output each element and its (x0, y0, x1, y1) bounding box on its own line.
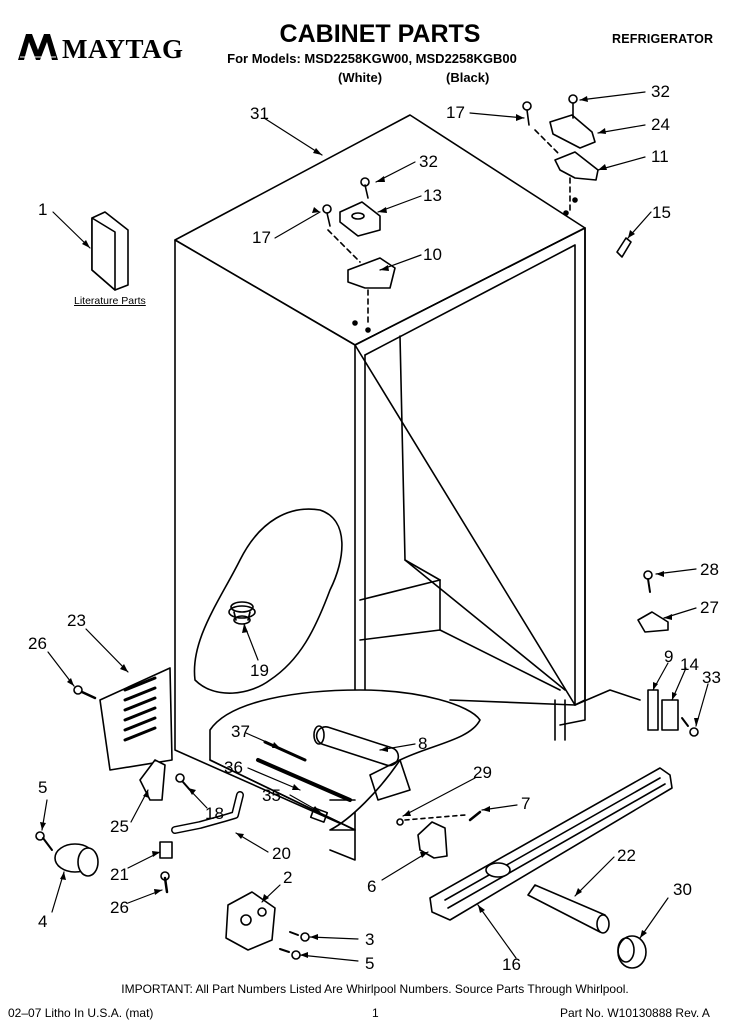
callout-26-bottom: 26 (110, 898, 129, 917)
variant-black: (Black) (446, 70, 490, 85)
brand-name: MAYTAG (62, 34, 184, 64)
callout-9: 9 (664, 647, 674, 666)
callout-32-left: 32 (419, 152, 438, 171)
callout-19: 19 (250, 661, 269, 680)
literature-book (91, 211, 129, 291)
vent-grille-23 (99, 667, 173, 771)
callout-14: 14 (680, 655, 699, 674)
callout-1: 1 (38, 200, 48, 219)
callout-15: 15 (652, 203, 671, 222)
callout-25: 25 (110, 817, 129, 836)
callout-24: 24 (651, 115, 670, 134)
upper-hinge-right (522, 94, 599, 216)
callout-35: 35 (262, 786, 281, 805)
callout-17-left: 17 (252, 228, 271, 247)
callout-11: 11 (651, 147, 669, 166)
callout-26-top: 26 (28, 634, 47, 653)
callout-32-right: 32 (651, 82, 670, 101)
page-title: CABINET PARTS (279, 20, 481, 48)
variant-white: (White) (338, 70, 383, 85)
exploded-parts-diagram (35, 91, 709, 969)
callout-4: 4 (38, 912, 48, 931)
callout-3: 3 (365, 930, 375, 949)
part-number: Part No. W10130888 Rev. A (560, 1006, 710, 1020)
callout-33: 33 (702, 668, 721, 687)
litho-line: 02–07 Litho In U.S.A. (mat) (8, 1006, 154, 1020)
callout-29: 29 (473, 763, 492, 782)
callout-22: 22 (617, 846, 636, 865)
models-line: For Models: MSD2258KGW00, MSD2258KGB00 (227, 51, 517, 66)
callout-28: 28 (700, 560, 719, 579)
damper-8 (313, 725, 400, 767)
leveling-foot-19 (228, 601, 256, 625)
leader-arrowheads (40, 96, 699, 958)
important-note: IMPORTANT: All Part Numbers Listed Are W… (121, 982, 629, 996)
water-filter-22 (527, 884, 610, 934)
callout-16: 16 (502, 955, 521, 974)
upper-hinge-left (322, 177, 396, 333)
screw-26-top (73, 685, 97, 700)
roller-4 (54, 843, 99, 877)
callout-2: 2 (283, 868, 293, 887)
callout-21: 21 (110, 865, 129, 884)
callout-8: 8 (418, 734, 428, 753)
callout-5-bottom: 5 (365, 954, 375, 973)
callout-30: 30 (673, 880, 692, 899)
callout-37: 37 (231, 722, 250, 741)
callout-5-left: 5 (38, 778, 48, 797)
leader-lines (41, 91, 709, 962)
callout-23: 23 (67, 611, 86, 630)
callout-36: 36 (224, 758, 243, 777)
callout-20: 20 (272, 844, 291, 863)
callout-18: 18 (205, 804, 224, 823)
maytag-logo-mark-icon (18, 34, 58, 60)
callout-13: 13 (423, 186, 442, 205)
callout-27: 27 (700, 598, 719, 617)
base-grille-16 (429, 767, 673, 921)
callout-17-right: 17 (446, 103, 465, 122)
callout-31: 31 (250, 104, 269, 123)
maytag-logo: MAYTAG (18, 26, 188, 72)
lower-hinge-2 (225, 891, 276, 951)
callout-6: 6 (367, 877, 377, 896)
literature-parts-label: Literature Parts (74, 295, 146, 307)
page-number: 1 (372, 1006, 379, 1020)
category-label: REFRIGERATOR (612, 32, 714, 46)
callout-10: 10 (423, 245, 442, 264)
callout-7: 7 (521, 794, 531, 813)
